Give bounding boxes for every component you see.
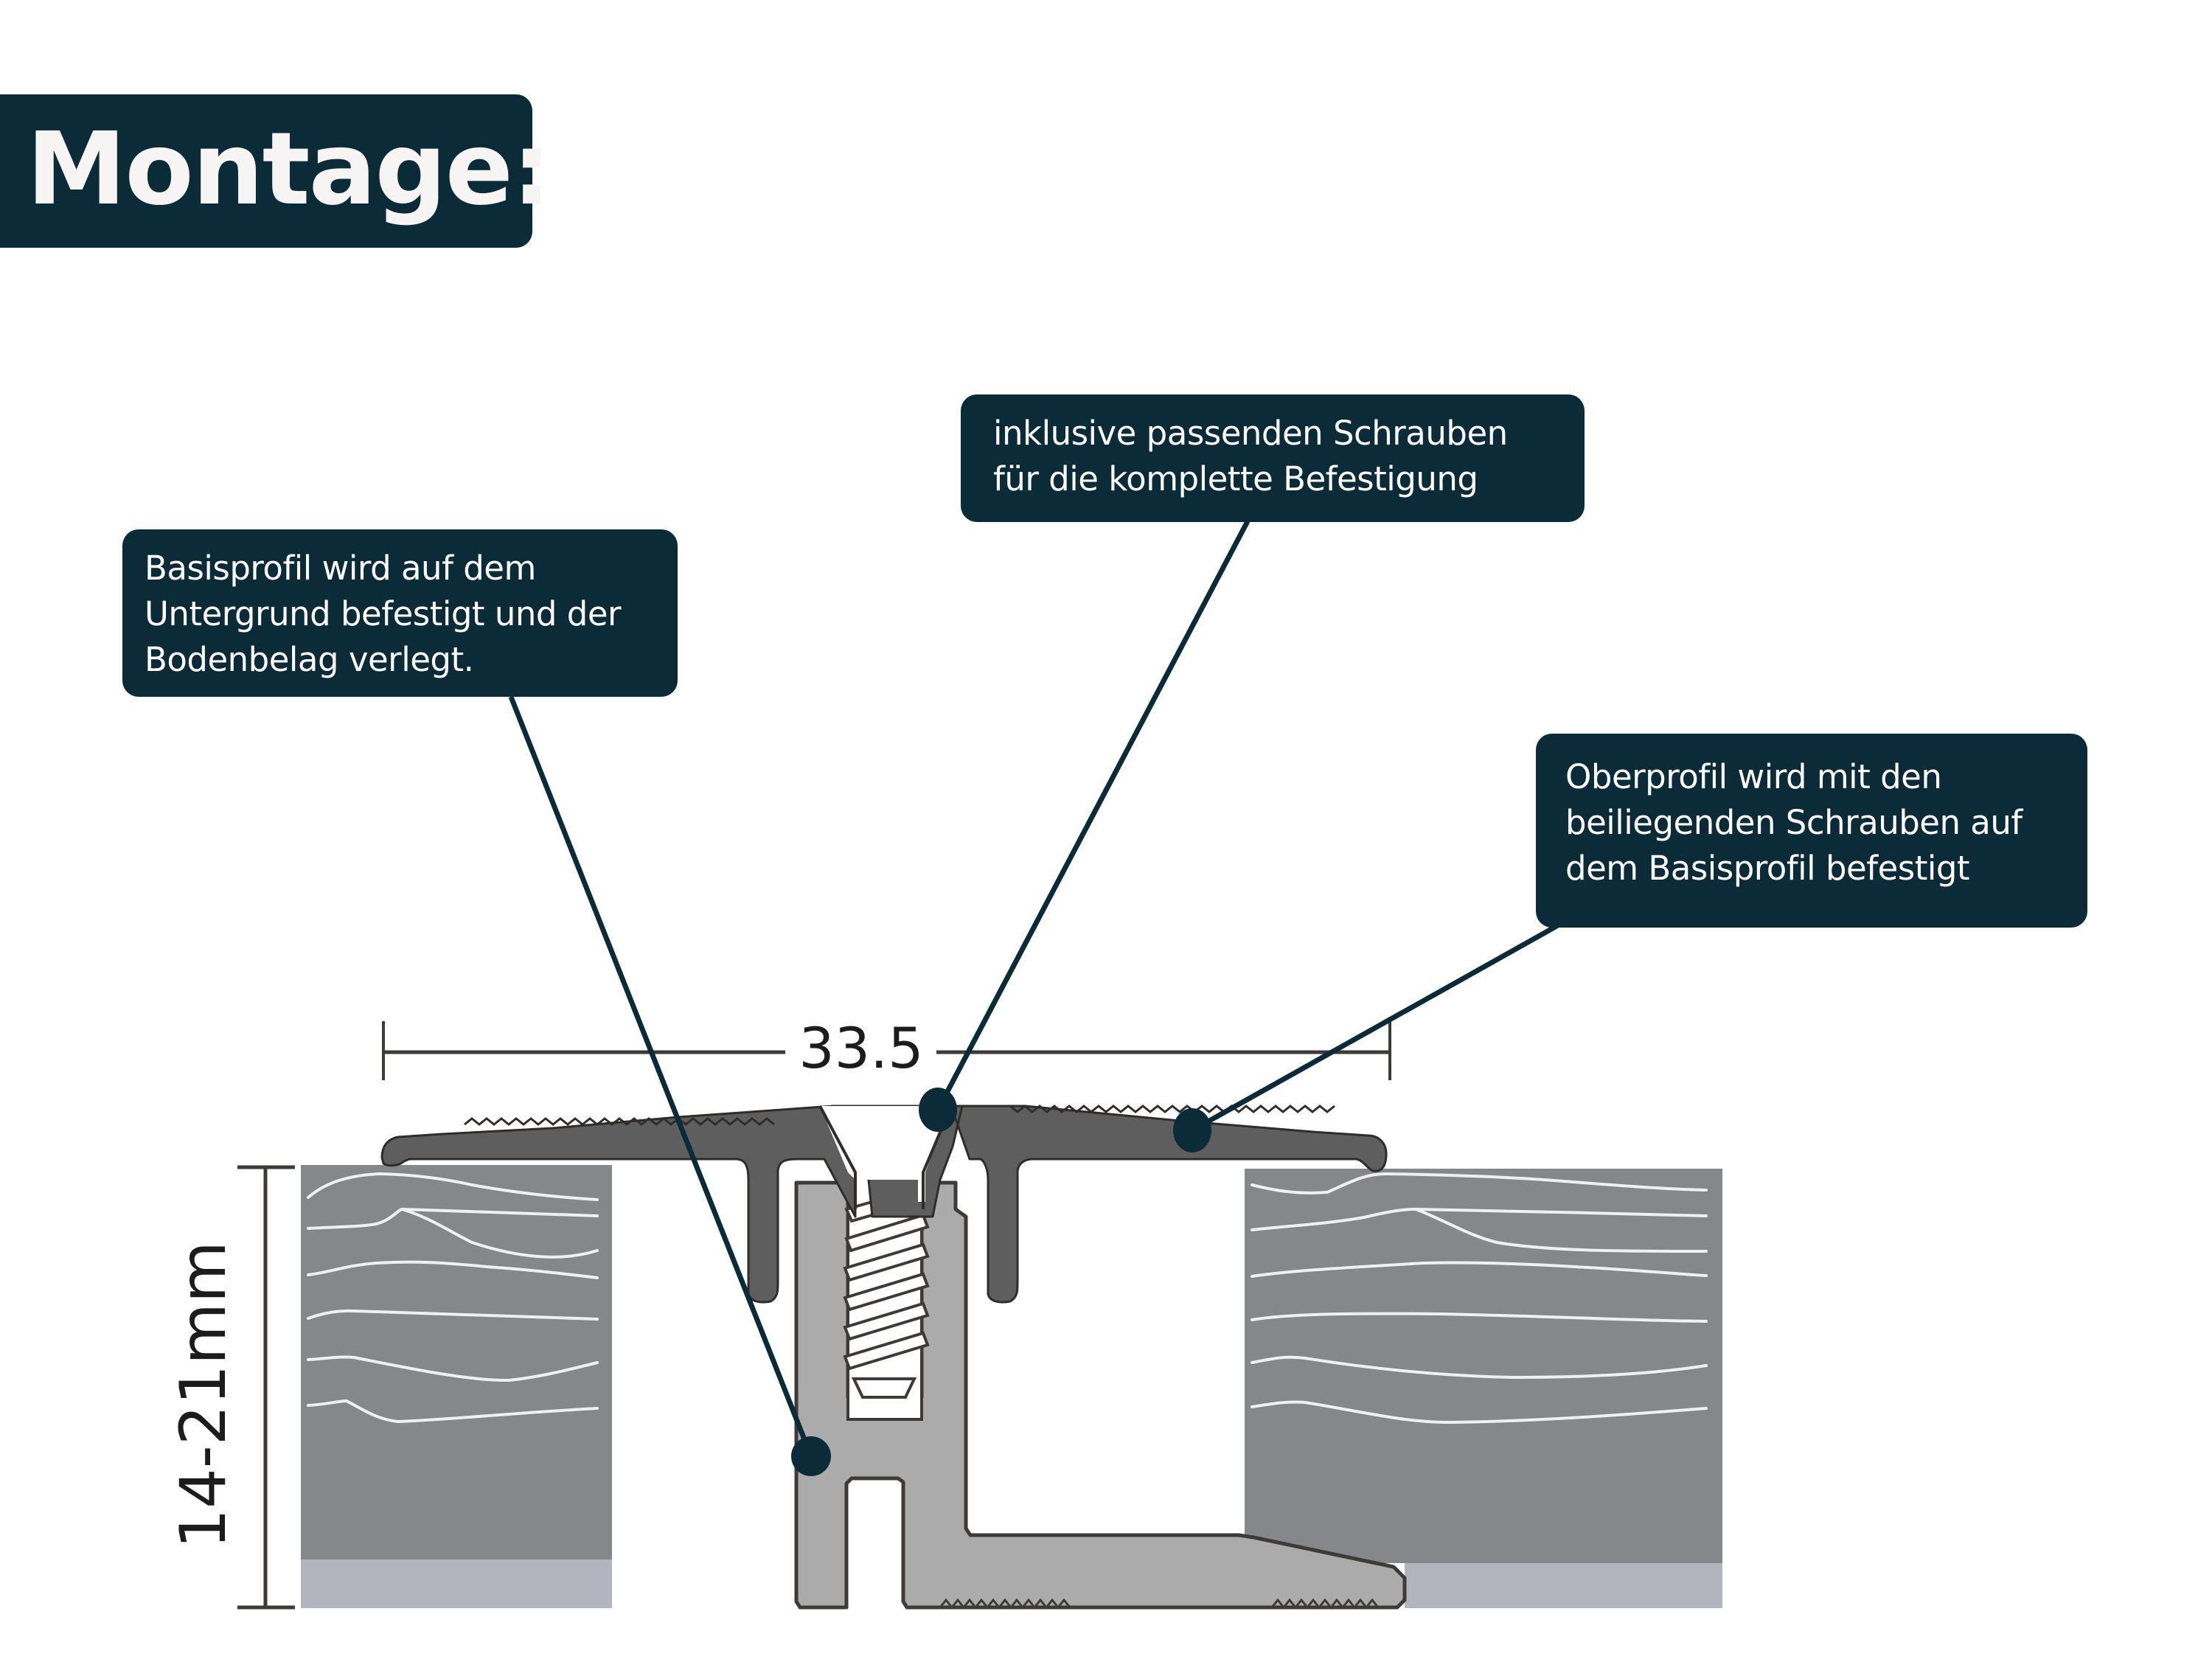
leader-dot-right	[1173, 1108, 1211, 1152]
callout-base-profile-line-3: Bodenbelag verlegt.	[145, 640, 474, 679]
leader-line-top	[935, 520, 1251, 1111]
left-underlay	[301, 1559, 612, 1608]
leader-dot-left	[791, 1436, 831, 1476]
height-dimension-label: 14-21mm	[167, 1241, 240, 1548]
screw-icon	[843, 1186, 930, 1412]
right-floor-board	[1245, 1169, 1722, 1608]
width-dimension: 33.5	[382, 1015, 1391, 1081]
leader-dot-top	[919, 1088, 957, 1132]
callout-screws: inklusive passenden Schrauben für die ko…	[961, 394, 1585, 522]
leader-line-right	[1191, 922, 1559, 1133]
width-dimension-label: 33.5	[799, 1015, 923, 1081]
right-wood-grain	[1251, 1172, 1708, 1425]
title-banner: Montage:	[0, 94, 552, 248]
leader-lines	[508, 520, 1559, 1476]
right-floor-covering	[1245, 1169, 1722, 1563]
left-floor-board	[301, 1165, 612, 1608]
callout-base-profile-line-2: Untergrund befestigt und der	[145, 594, 622, 633]
callout-top-profile-line-1: Oberprofil wird mit den	[1565, 757, 1942, 796]
top-profile	[380, 1105, 1388, 1304]
callout-top-profile-line-3: dem Basisprofil befestigt	[1565, 849, 1970, 888]
left-wood-grain	[307, 1172, 599, 1424]
top-profile-body	[380, 1105, 1388, 1304]
callout-screws-line-2: für die komplette Befestigung	[993, 459, 1478, 498]
base-profile-teeth	[939, 1598, 1380, 1610]
callout-screws-line-1: inklusive passenden Schrauben	[993, 414, 1508, 453]
callout-base-profile: Basisprofil wird auf dem Untergrund befe…	[122, 529, 678, 697]
top-profile-serration-left	[464, 1117, 775, 1126]
page-title: Montage:	[27, 111, 552, 228]
callout-top-profile-line-2: beiliegenden Schrauben auf	[1565, 803, 2023, 842]
leader-line-left	[508, 695, 814, 1458]
right-underlay	[1405, 1563, 1722, 1608]
top-profile-serration-right	[1009, 1105, 1335, 1113]
top-profile-gap	[820, 1106, 950, 1202]
height-dimension: 14-21mm	[167, 1165, 295, 1610]
left-floor-covering	[301, 1165, 612, 1559]
callout-base-profile-line-1: Basisprofil wird auf dem	[145, 549, 536, 588]
callout-top-profile: Oberprofil wird mit den beiliegenden Sch…	[1536, 734, 2087, 928]
